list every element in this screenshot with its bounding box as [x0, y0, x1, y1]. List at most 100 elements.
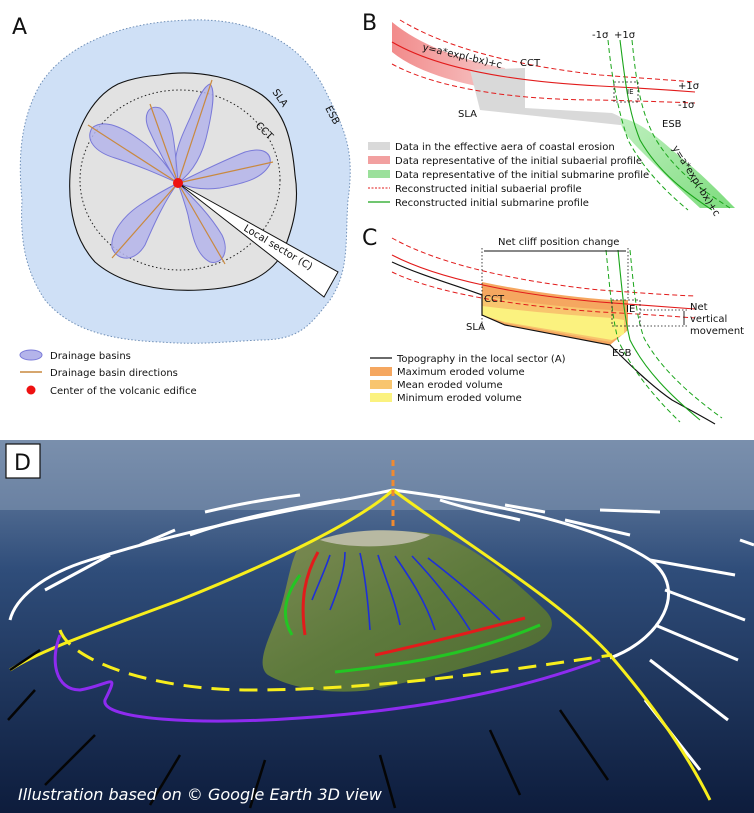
label-cct-b: CCT: [520, 58, 541, 69]
submarine-minus-sigma: [607, 39, 689, 211]
panel-c: C Net cliff position change IE Net verti…: [362, 226, 744, 425]
label-minus-sigma-top: -1σ: [592, 30, 609, 41]
subaerial-minus-sigma: [391, 63, 696, 104]
yellow-right-slope: [392, 488, 712, 801]
label-minus-sigma-right: -1σ: [678, 100, 695, 111]
panel-d: D Illustration based on © Google Earth 3…: [0, 440, 754, 813]
drainage-line: [359, 552, 371, 631]
erosion-data-band: [470, 68, 626, 125]
island-summit: [320, 530, 430, 547]
white-line: [504, 503, 546, 514]
white-line: [564, 518, 631, 537]
white-line: [739, 538, 754, 547]
black-submarine-lines: [7, 648, 610, 809]
island-green-shore-line: [283, 574, 541, 674]
drainage-line: [377, 554, 401, 626]
label-esb-c: ESB: [612, 348, 632, 359]
legend-basin-swatch: [19, 349, 43, 361]
drainage-line: [427, 557, 501, 621]
white-line: [204, 493, 301, 514]
drainage-line: [394, 555, 436, 631]
panel-a: A ESB SLA CCT Local secto: [12, 15, 351, 397]
legend-c-item-3: Minimum eroded volume: [397, 393, 522, 404]
direction-line: [177, 182, 226, 265]
label-net: Net: [690, 302, 708, 313]
drainage-directions: [87, 79, 274, 265]
panel-d-caption: Illustration based on © Google Earth 3D …: [18, 785, 383, 804]
c-subaerial-fit: [391, 254, 696, 310]
legend-a: Drainage basins Drainage basin direction…: [19, 349, 197, 397]
panel-d-horizon: [0, 440, 754, 510]
label-plus-sigma-right: +1σ: [678, 81, 700, 92]
subaerial-plus-sigma: [399, 19, 696, 83]
drainage-line: [311, 554, 331, 601]
black-line: [9, 648, 41, 672]
black-line: [558, 709, 610, 781]
panel-letter-a: A: [12, 15, 27, 40]
submarine-data-band: [620, 118, 735, 208]
legend-c-swatch-min: [370, 393, 392, 402]
ie-box-c: [611, 299, 641, 327]
black-line: [488, 729, 522, 796]
legend-b-item-2: Data representative of the initial subma…: [395, 170, 649, 181]
white-line: [649, 658, 729, 722]
black-line: [44, 734, 96, 786]
panel-b: B IE y=a*exp(-bx)+c y=a*exp(-bx)+c -1σ +…: [362, 11, 735, 218]
legend-a-item-2: Center of the volcanic edifice: [50, 386, 197, 397]
white-line: [439, 498, 521, 522]
label-movement: movement: [690, 326, 744, 337]
label-net-cliff-change: Net cliff position change: [498, 237, 619, 248]
c-subaerial-minus-sigma: [391, 271, 696, 319]
direction-line: [87, 124, 179, 184]
panel-letter-d: D: [14, 451, 31, 476]
white-line: [139, 528, 176, 547]
label-plus-sigma-top: +1σ: [614, 30, 636, 41]
white-line: [664, 588, 746, 622]
yellow-lines: [9, 488, 712, 801]
legend-c-item-0: Topography in the local sector (A): [396, 354, 566, 365]
legend-c-item-2: Mean eroded volume: [397, 380, 503, 391]
legend-b-swatch-grey: [368, 142, 390, 150]
direction-line: [177, 161, 274, 184]
white-line: [44, 553, 111, 592]
basin-northwest: [145, 106, 179, 185]
legend-b-item-1: Data representative of the initial subae…: [395, 156, 642, 167]
drainage-line: [411, 555, 471, 631]
panel-d-letter-box: [5, 443, 41, 479]
legend-b-item-3: Reconstructed initial subaerial profile: [395, 184, 582, 195]
ie-box-b: [613, 81, 639, 103]
label-vertical: vertical: [690, 314, 727, 325]
submarine-plus-sigma: [631, 39, 731, 209]
legend-b-swatch-green: [368, 170, 390, 178]
legend-b-item-4: Reconstructed initial submarine profile: [395, 198, 589, 209]
legend-c-swatch-mean: [370, 380, 392, 389]
panel-letter-b: B: [362, 11, 377, 36]
submarine-fit-line: [619, 39, 713, 211]
c-submarine-fit: [617, 249, 701, 421]
legend-center-swatch: [26, 385, 36, 395]
black-line: [248, 759, 267, 809]
label-cct-c: CCT: [484, 294, 505, 305]
drainage-line: [329, 551, 346, 611]
black-line: [378, 754, 397, 809]
legend-c-item-1: Maximum eroded volume: [397, 367, 525, 378]
legend-b: Data in the effective aera of coastal er…: [368, 142, 649, 209]
island-drainage-lines: [311, 551, 501, 631]
white-line: [654, 623, 739, 662]
label-esb-b: ESB: [662, 119, 682, 130]
yellow-dashed-coast: [58, 629, 613, 692]
local-sector-topography: [391, 261, 716, 425]
legend-b-swatch-red: [368, 156, 390, 164]
label-sla-b: SLA: [458, 109, 477, 120]
subaerial-fit-line: [391, 41, 696, 93]
basin-east: [176, 149, 271, 190]
cct-outline: [79, 89, 281, 271]
white-line: [189, 498, 341, 537]
island-terrain: [262, 531, 552, 692]
label-ie-b: IE: [627, 88, 634, 96]
c-submarine-minus-sigma: [605, 249, 681, 423]
volcano-center-dot: [173, 178, 183, 188]
legend-c-swatch-max: [370, 367, 392, 376]
legend-a-item-0: Drainage basins: [50, 351, 131, 362]
